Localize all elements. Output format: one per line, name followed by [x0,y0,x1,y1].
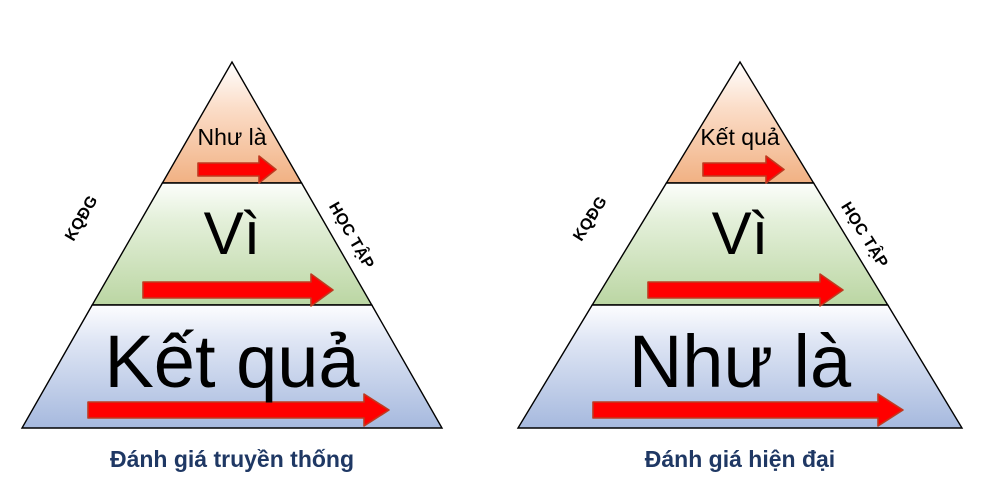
tier-top-label: Như là [197,124,267,150]
pyramid-traditional [20,60,444,429]
tier-base-arrow-icon [592,393,904,427]
tier-middle-arrow-icon [647,273,844,307]
tier-base-arrow-icon [87,393,390,427]
tier-top-label: Kết quả [700,124,780,150]
tier-base-label: Kết quả [104,320,360,403]
tier-top-arrow-icon [702,155,785,184]
pyramid-modern [516,60,964,429]
tier-base-shape [20,304,444,429]
tier-middle-label: Vì [711,200,769,267]
tier-base-label: Như là [628,320,852,403]
pyramid-caption-traditional: Đánh giá truyền thống [109,446,355,472]
tier-top-arrow-icon [197,155,277,184]
pyramid-caption-modern: Đánh giá hiện đại [644,446,836,472]
tier-middle-label: Vì [203,200,261,267]
tier-middle-arrow-icon [142,273,334,307]
tier-base-shape [516,304,964,429]
